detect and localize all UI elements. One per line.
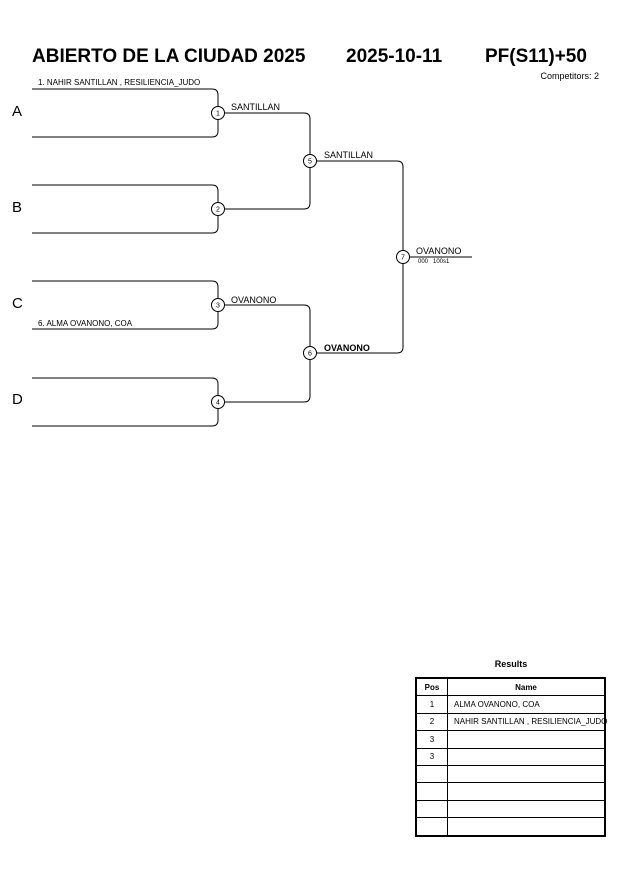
bracket-line-final [310,160,404,354]
pool-label-d: D [12,391,23,408]
result-name [447,782,606,801]
match-number-1: 1 [216,111,220,118]
results-title: Results [494,659,528,669]
results-header-row: Pos Name [415,677,606,697]
result-pos [415,782,448,801]
winner-match-7: OVANONO [416,246,462,256]
table-row [415,799,606,819]
pool-label-c: C [12,295,23,312]
entry-pool-a-top: 1. NAHIR SANTILLAN , RESILIENCIA_JUDO [38,78,201,87]
table-row [415,764,606,784]
result-name [447,730,606,749]
entry-pool-c-bottom: 6. ALMA OVANONO, COA [38,319,133,328]
result-name [447,799,606,819]
match-number-7: 7 [401,255,405,262]
result-pos [415,764,448,784]
table-row: 3 [415,747,606,766]
result-name [447,764,606,784]
bracket-line-pool-b [32,184,219,234]
result-name [447,747,606,766]
pool-label-a: A [12,103,23,120]
result-pos: 3 [415,747,448,766]
tournament-title: ABIERTO DE LA CIUDAD 2025 [32,46,306,67]
match-number-3: 3 [216,303,220,310]
result-pos: 2 [415,712,448,732]
results-header-pos: Pos [415,677,448,697]
table-row: 3 [415,730,606,749]
bracket-line-semi-lower [218,304,311,403]
match-number-2: 2 [216,207,220,214]
bracket-line-pool-a [32,88,219,138]
match-number-6: 6 [308,351,312,358]
category-label: PF(S11)+50 [485,46,587,67]
bracket-line-semi-upper [218,112,311,210]
winner-match-6: OVANONO [324,343,370,353]
result-pos: 1 [415,695,448,714]
competitor-count: Competitors: 2 [540,71,599,81]
result-pos [415,799,448,819]
match-number-5: 5 [308,159,312,166]
result-name [447,817,606,837]
results-header-name: Name [447,677,606,697]
winner-match-5: SANTILLAN [324,150,374,160]
result-name: NAHIR SANTILLAN , RESILIENCIA_JUDO [447,712,607,732]
winner-match-3: OVANONO [231,295,277,305]
winner-match-1: SANTILLAN [231,102,281,112]
result-pos [415,817,448,837]
final-score: 000 100s1 [418,259,450,265]
pool-label-b: B [12,199,23,216]
match-number-4: 4 [216,400,220,407]
bracket-line-pool-d [32,377,219,427]
table-row [415,782,606,801]
result-pos: 3 [415,730,448,749]
table-row [415,817,606,837]
event-date: 2025-10-11 [346,46,443,67]
result-name: ALMA OVANONO, COA [447,695,606,714]
